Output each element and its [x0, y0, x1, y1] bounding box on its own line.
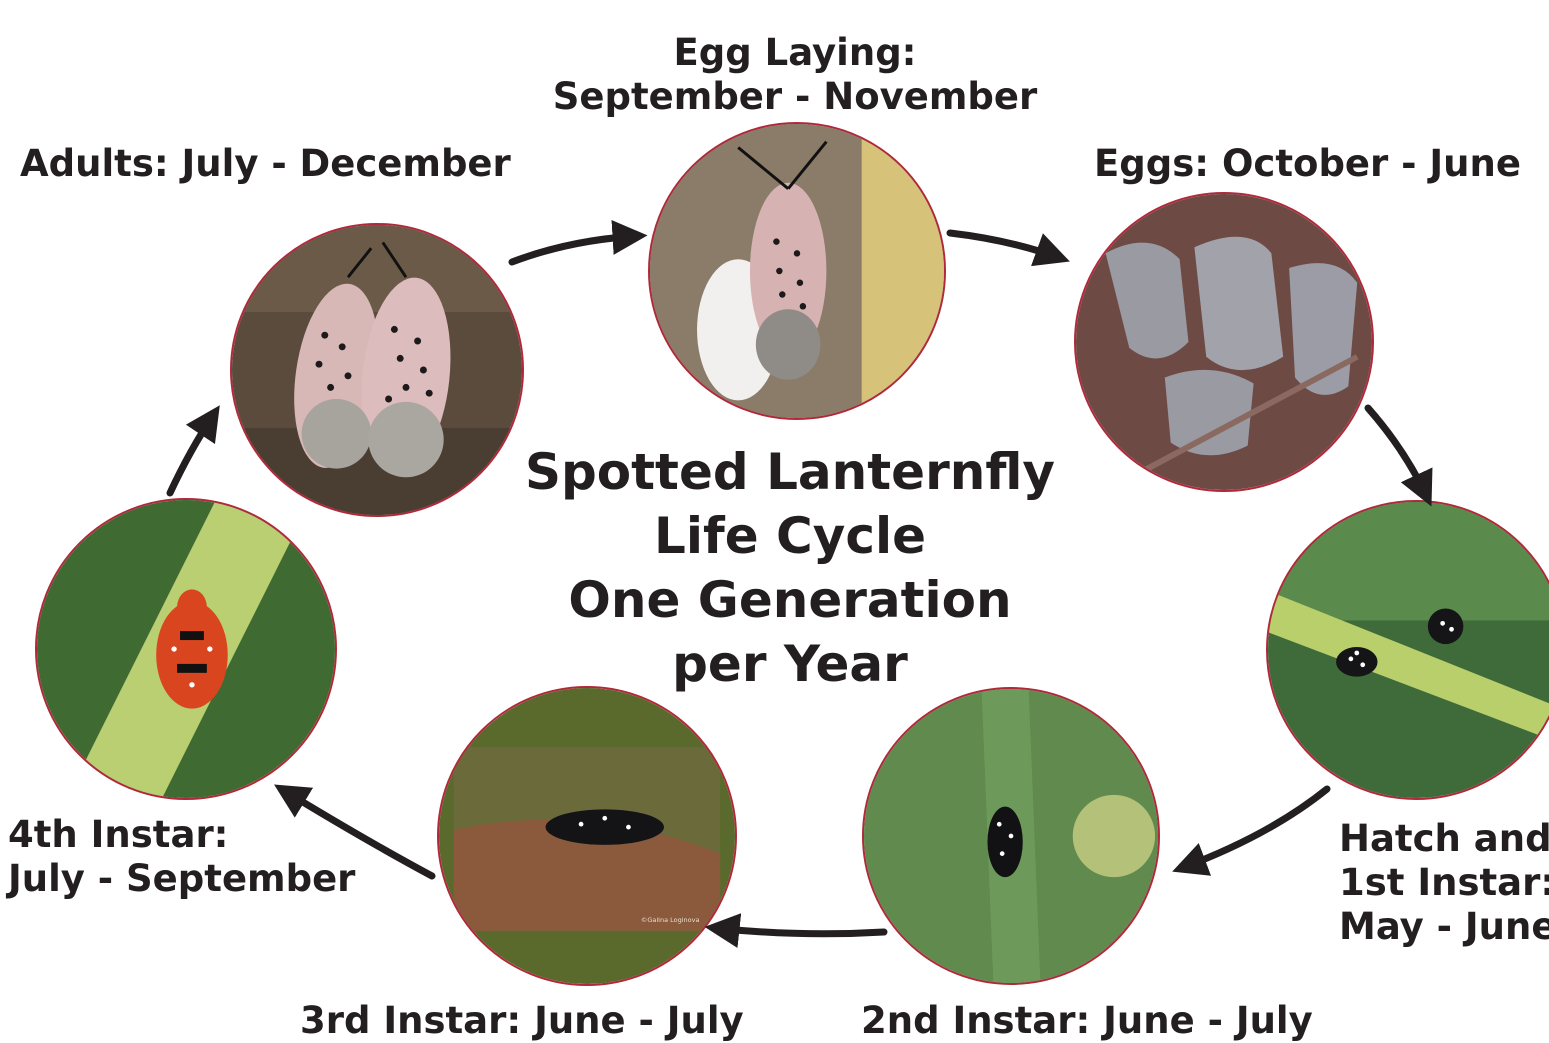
arrow-hatch-to-second	[1182, 789, 1327, 868]
arrow-eggs-to-hatch	[1368, 408, 1427, 497]
arrow-third-to-fourth	[283, 790, 432, 876]
arrow-egg-laying-to-eggs	[950, 233, 1060, 258]
arrow-adults-to-egg-laying	[512, 236, 637, 262]
arrow-fourth-to-adults	[170, 414, 214, 493]
arrow-second-to-third	[715, 928, 884, 934]
